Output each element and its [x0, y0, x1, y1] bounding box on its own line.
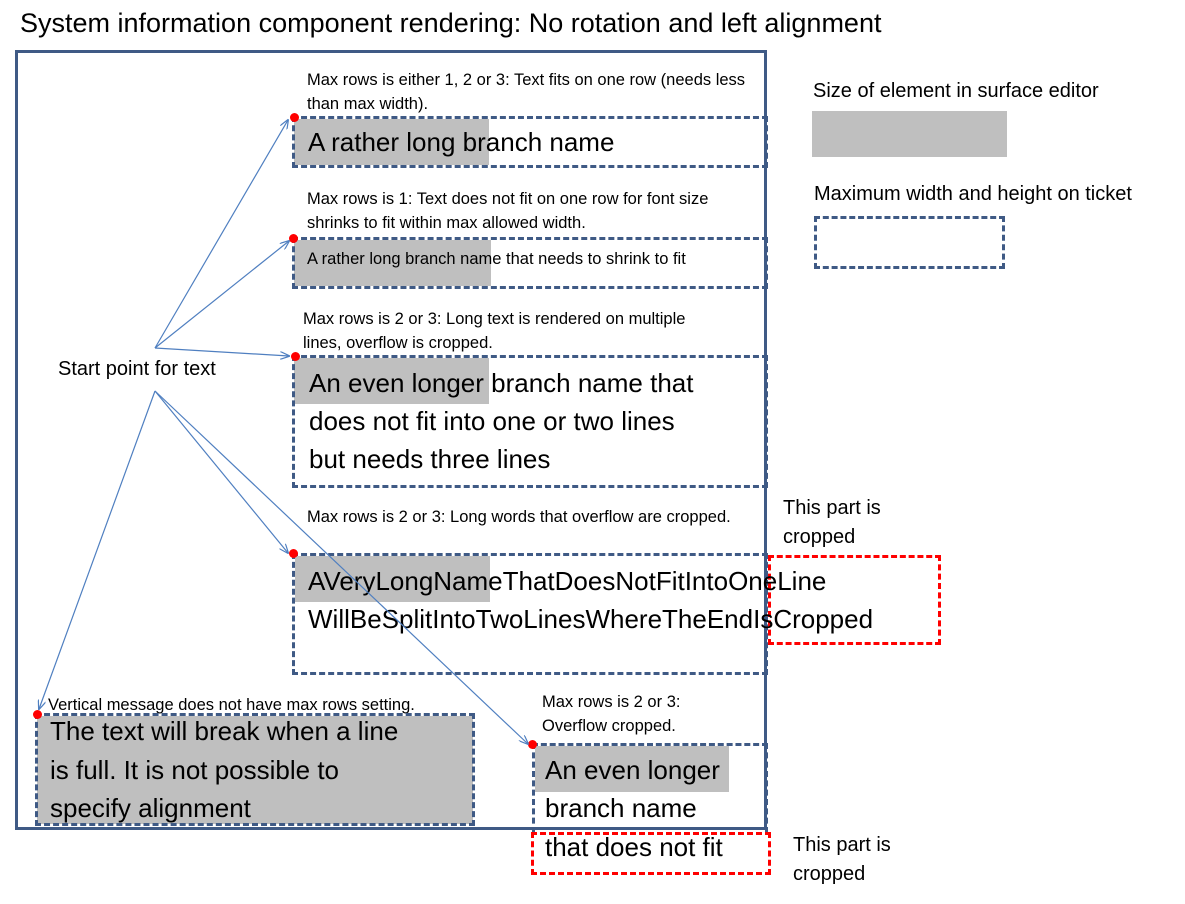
- box4-note: Max rows is 2 or 3: Long words that over…: [307, 508, 731, 526]
- box1-max-area: [292, 116, 768, 168]
- box3-editor-size: [294, 358, 489, 404]
- box6-editor-size: [535, 746, 729, 792]
- arrow-to-box2: [154, 241, 289, 349]
- legend-size-label: Size of element in surface editor: [813, 80, 1099, 102]
- box5-note: Vertical message does not have max rows …: [48, 696, 415, 714]
- box6-start-dot: [528, 740, 537, 749]
- box3-text-line1: An even longer branch name that: [309, 368, 694, 398]
- box4-cropped-area: [768, 555, 941, 645]
- box4-text-line2: WillBeSplitIntoTwoLinesWhereTheEndIsCrop…: [308, 604, 874, 634]
- box1-start-dot: [290, 113, 299, 122]
- box5-text-line2: is full. It is not possible to: [50, 755, 340, 785]
- box6-text-line1: An even longer: [545, 755, 720, 785]
- box4-max-area: [292, 553, 768, 675]
- box1-text: A rather long branch name: [308, 127, 615, 157]
- legend-size-swatch: [812, 111, 1007, 157]
- arrow-to-box1: [154, 120, 288, 349]
- legend-max-label: Maximum width and height on ticket: [814, 183, 1132, 205]
- box2-note: Max rows is 1: Text does not fit on one …: [307, 190, 709, 232]
- arrow-to-box3: [154, 347, 289, 356]
- diagram-title: System information component rendering: …: [20, 8, 882, 38]
- box6-note-line2: Overflow cropped.: [542, 717, 676, 735]
- box5-start-dot: [33, 710, 42, 719]
- box5-text-line3: specify alignment: [50, 793, 251, 823]
- arrow-to-box6: [154, 390, 528, 744]
- arrow-to-box4: [154, 390, 288, 553]
- legend-max-swatch: [814, 216, 1005, 269]
- box4-start-dot: [289, 549, 298, 558]
- box1-editor-size: [294, 119, 489, 165]
- box4-text-line1: AVeryLongNameThatDoesNotFitIntoOneLine: [308, 566, 827, 596]
- arrow-to-box5: [39, 390, 156, 709]
- box6-cropped-label: This part is cropped: [793, 834, 891, 885]
- box6-text-line2: branch name: [545, 793, 697, 823]
- box3-note: Max rows is 2 or 3: Long text is rendere…: [303, 310, 686, 352]
- box6-note-line1: Max rows is 2 or 3:: [542, 693, 681, 711]
- box6-text-line3: that does not fit: [545, 832, 723, 862]
- box3-max-area: [292, 355, 768, 488]
- box6-cropped-area: [531, 832, 771, 875]
- box4-editor-size: [295, 556, 490, 602]
- box2-text: A rather long branch name that needs to …: [307, 250, 686, 268]
- box2-start-dot: [289, 234, 298, 243]
- box5-max-area: [35, 713, 475, 826]
- box4-cropped-label: This part is cropped: [783, 497, 881, 548]
- box6-max-area: [532, 743, 768, 833]
- box1-note: Max rows is either 1, 2 or 3: Text fits …: [307, 71, 746, 113]
- box5-editor-size: [37, 716, 473, 824]
- box2-editor-size: [294, 240, 491, 286]
- box2-max-area: [292, 237, 768, 289]
- box3-start-dot: [291, 352, 300, 361]
- box5-text-line1: The text will break when a line: [50, 716, 399, 746]
- start-point-label: Start point for text: [58, 358, 216, 380]
- box3-text-line2: does not fit into one or two lines: [309, 406, 675, 436]
- box3-text-line3: but needs three lines: [309, 444, 551, 474]
